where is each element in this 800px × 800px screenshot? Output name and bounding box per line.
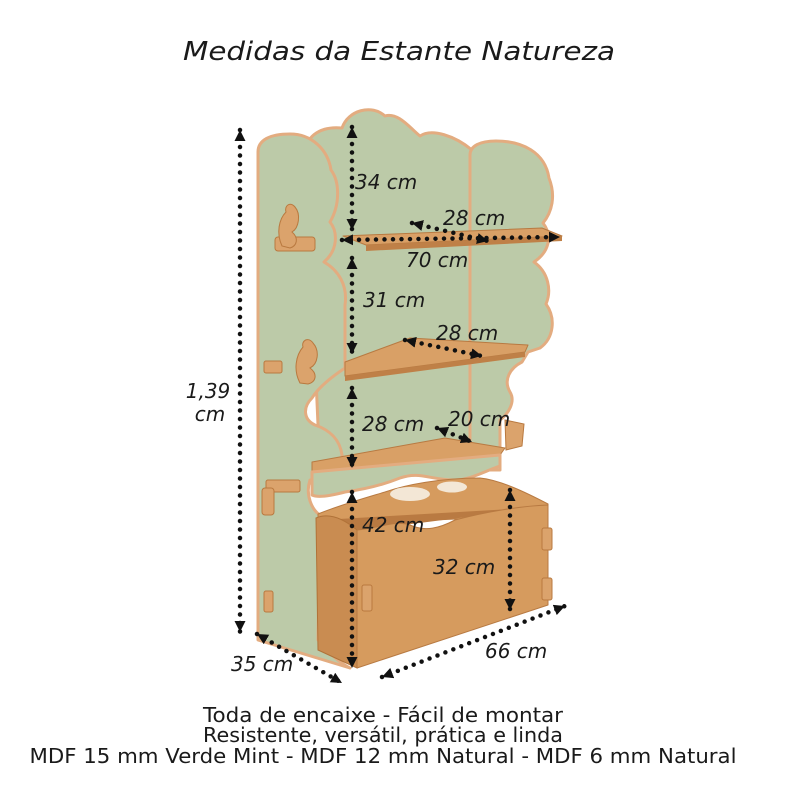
top-opening-height-label: 34 cm (355, 170, 417, 194)
lower-shelf-depth-line (434, 425, 475, 445)
box-joint-tab (361, 584, 373, 612)
left-side-panel (256, 132, 352, 670)
box-joint-tab (541, 527, 553, 551)
total-height-value-label: 1,39 (186, 379, 231, 403)
lower-shelf (311, 437, 506, 473)
shelf-width-line (339, 231, 563, 246)
dimension-lines (234, 124, 568, 686)
box-width-line (379, 603, 568, 680)
middle-shelf-edge (345, 352, 525, 381)
footer-line-materials: MDF 15 mm Verde Mint - MDF 12 mm Natural… (30, 744, 737, 768)
lower-shelf-depth-label: 20 cm (448, 407, 510, 431)
shelf-joint-tab (261, 487, 275, 516)
right-panel-ledge (504, 419, 525, 451)
middle-shelf-depth-label: 28 cm (436, 321, 498, 345)
depth-label: 35 cm (231, 652, 293, 676)
shelf-joint-tab (265, 479, 301, 493)
toy-box-handle-hole (437, 481, 467, 493)
squirrel-ornament (295, 339, 318, 385)
top-shelf-depth-label: 28 cm (443, 206, 505, 230)
page-title: Medidas da Estante Natureza (183, 37, 615, 67)
box-joint-tab (541, 577, 553, 601)
middle-opening-height-label: 31 cm (363, 288, 425, 312)
box-width-label: 66 cm (485, 639, 547, 663)
footer-line-assembly: Toda de encaixe - Fácil de montar (202, 703, 564, 727)
lower-shelf-front-panel (310, 453, 502, 498)
footer-line-features: Resistente, versátil, prática e linda (203, 723, 563, 747)
squirrel-ornament (278, 203, 300, 249)
shelf-width-label: 70 cm (406, 248, 468, 272)
dimension-labels: 1,39 cm 34 cm 28 cm 70 cm 31 cm 28 cm 28… (186, 170, 548, 676)
lower-opening-height-label: 28 cm (362, 412, 424, 436)
depth-line (254, 631, 345, 686)
right-side-panel (468, 139, 555, 472)
shelf-joint-tab (263, 360, 283, 374)
toy-box-handle-hole (390, 487, 430, 501)
product-description: Toda de encaixe - Fácil de montar Resist… (30, 703, 737, 768)
box-height-label: 32 cm (433, 555, 495, 579)
box-opening-height-label: 42 cm (362, 513, 424, 537)
box-joint-tab (263, 590, 274, 613)
total-height-unit-label: cm (195, 402, 225, 426)
